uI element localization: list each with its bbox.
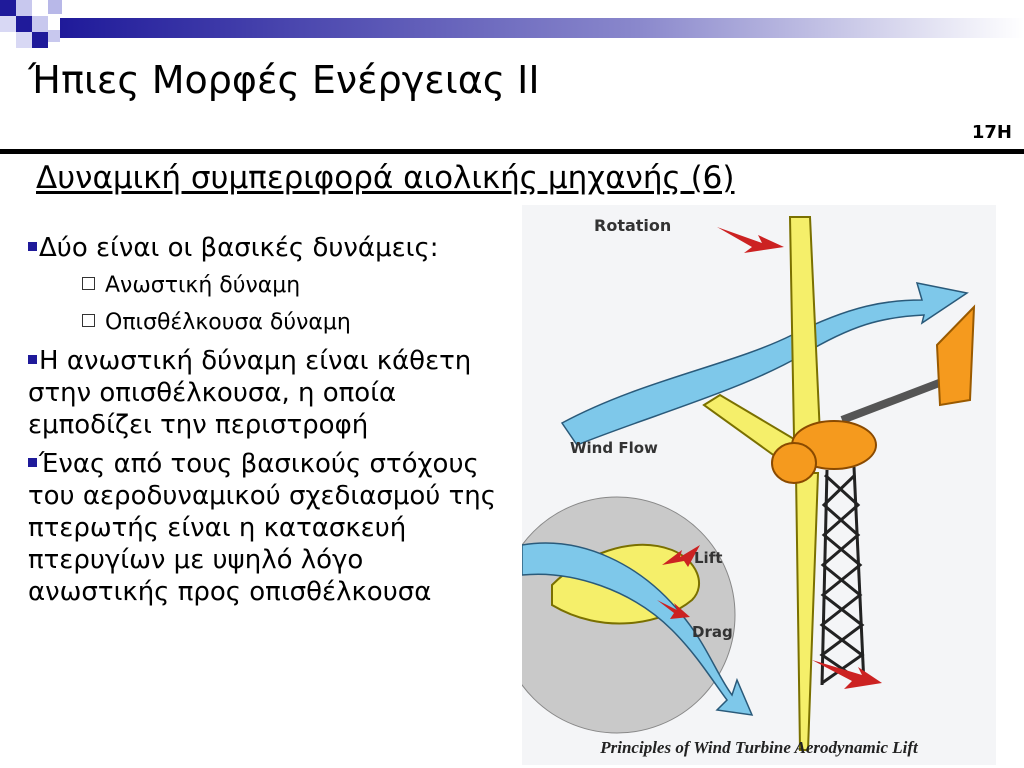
slide-subtitle: Δυναμική συμπεριφορά αιολικής μηχανής (6… [36, 160, 735, 196]
bullet-list: Δύο είναι οι βασικές δυνάμεις: Ανωστική … [28, 232, 498, 615]
bullet-text: Η ανωστική δύναμη είναι κάθετη στην οπισ… [28, 346, 472, 440]
rotation-label: Rotation [594, 216, 671, 235]
bullet-item: Η ανωστική δύναμη είναι κάθετη στην οπισ… [28, 345, 498, 441]
rotation-arrow-icon [717, 227, 784, 253]
rotation-arrow-icon [812, 660, 882, 689]
square-bullet-icon [28, 458, 37, 467]
header-decoration [0, 0, 1024, 48]
bullet-item: Δύο είναι οι βασικές δυνάμεις: [28, 232, 498, 264]
rotor-hub [771, 442, 817, 484]
sub-bullet-item: Οπισθέλκουσα δύναμη [82, 308, 498, 338]
sub-bullet-text: Ανωστική δύναμη [105, 273, 301, 298]
wind-flow-band [560, 282, 969, 446]
turbine-blade [788, 216, 822, 439]
hollow-square-bullet-icon [82, 314, 95, 327]
wind-turbine-illustration: Rotation Wind Flow Lift Drag Principles … [522, 216, 976, 757]
bullet-text: Δύο είναι οι βασικές δυνάμεις: [39, 233, 439, 263]
figure-caption: Principles of Wind Turbine Aerodynamic L… [599, 738, 919, 757]
hollow-square-bullet-icon [82, 277, 95, 290]
bullet-text: Ένας από τους βασικούς στόχους του αεροδ… [28, 449, 496, 607]
turbine-blade [794, 472, 820, 751]
page-title: Ήπιες Μορφές Ενέργειας ΙΙ [28, 58, 540, 102]
slide-number: 17Η [971, 122, 1012, 143]
sub-bullet-text: Οπισθέλκουσα δύναμη [105, 310, 351, 335]
airfoil-cross-section [522, 496, 754, 734]
lattice-tower [819, 466, 866, 686]
drag-label: Drag [692, 623, 733, 641]
sub-bullet-item: Ανωστική δύναμη [82, 271, 498, 301]
lift-label: Lift [694, 549, 722, 567]
wind-flow-label: Wind Flow [570, 439, 658, 457]
title-divider [0, 149, 1024, 154]
tail-fin [935, 304, 976, 407]
square-bullet-icon [28, 355, 37, 364]
tail-boom [840, 376, 949, 424]
bullet-item: Ένας από τους βασικούς στόχους του αεροδ… [28, 448, 498, 608]
square-bullet-icon [28, 242, 37, 251]
wind-turbine-figure: Rotation Wind Flow Lift Drag Principles … [522, 205, 996, 765]
